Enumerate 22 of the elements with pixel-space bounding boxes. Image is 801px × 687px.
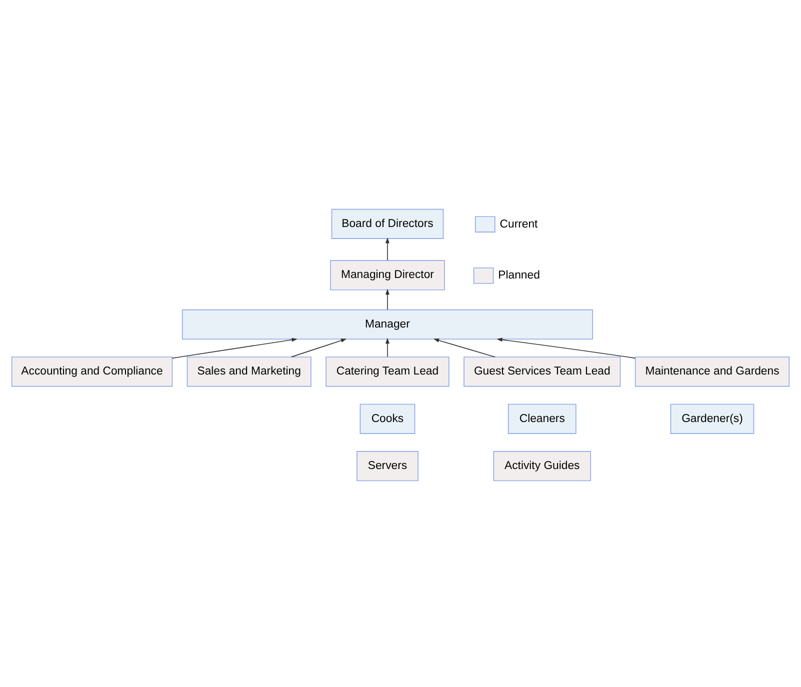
arrow [385, 236, 390, 260]
node-box: Activity Guides [493, 450, 591, 481]
arrow [496, 337, 636, 358]
arrow [433, 338, 496, 357]
legend-label: Current [500, 218, 538, 230]
node-box: Board of Directors [331, 208, 444, 238]
node-box: Maintenance and Gardens [634, 356, 790, 386]
node-box: Managing Director [330, 260, 445, 290]
node-box: Manager [182, 308, 593, 340]
node-box: Cooks [360, 403, 416, 434]
node-box: Cleaners [508, 403, 576, 434]
node-box: Guest Services Team Lead [464, 356, 621, 386]
node-box: Gardener(s) [670, 403, 754, 434]
arrow [385, 288, 390, 310]
arrow [290, 338, 347, 357]
arrow [385, 337, 390, 357]
node-box: Catering Team Lead [326, 356, 450, 386]
legend-label: Planned [498, 269, 540, 282]
node-box: Sales and Marketing [186, 356, 312, 386]
node-box: Accounting and Compliance [11, 356, 173, 386]
node-box: Servers [356, 450, 418, 481]
arrow [172, 337, 298, 358]
